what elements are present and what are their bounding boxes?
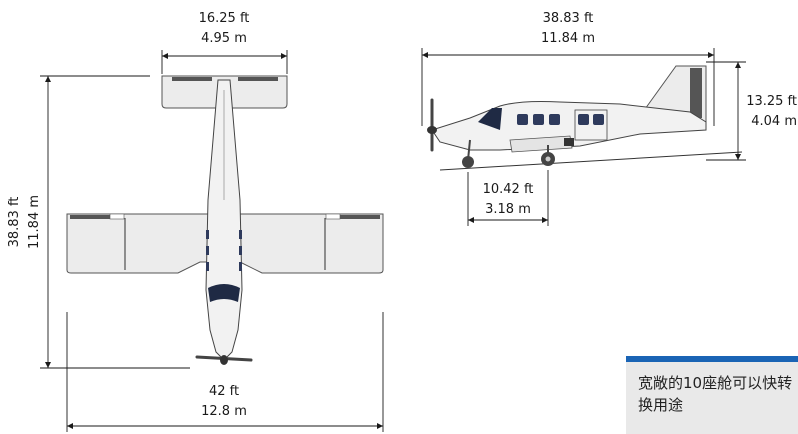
dim-wheelbase-m: 3.18 m [485, 202, 531, 217]
dim-top-length-ft: 38.83 ft [7, 197, 22, 248]
dim-top-tail-span-ft: 16.25 ft [199, 11, 250, 26]
caption-text: 宽敞的10座舱可以快转换用途 [638, 374, 793, 414]
dim-wingspan-ft: 42 ft [209, 384, 239, 399]
dim-wingspan: 42 ft 12.8 m [66, 312, 384, 432]
dim-top-length: 38.83 ft 11.84 m [7, 75, 190, 369]
dim-side-height: 13.25 ft 4.04 m [706, 61, 797, 161]
dim-wheelbase: 10.42 ft 3.18 m [467, 170, 549, 226]
dim-side-length-m: 11.84 m [541, 31, 595, 46]
nose-wheel [462, 156, 474, 168]
dim-side-length-ft: 38.83 ft [543, 11, 594, 26]
cockpit-side [478, 108, 502, 130]
dim-wheelbase-ft: 10.42 ft [483, 182, 534, 197]
top-view-aircraft [66, 75, 384, 365]
cockpit-canopy [208, 284, 240, 302]
dim-top-tail-span: 16.25 ft 4.95 m [161, 11, 288, 74]
dim-top-tail-span-m: 4.95 m [201, 31, 247, 46]
dim-side-height-m: 4.04 m [751, 114, 797, 129]
ground-line [439, 151, 743, 171]
dim-wingspan-m: 12.8 m [201, 404, 247, 419]
cargo-door [574, 109, 608, 141]
side-view-aircraft [427, 65, 743, 171]
caption-box: 宽敞的10座舱可以快转换用途 [626, 356, 798, 434]
dim-side-length: 38.83 ft 11.84 m [421, 11, 715, 126]
dim-side-height-ft: 13.25 ft [746, 94, 797, 109]
dim-top-length-m: 11.84 m [27, 195, 42, 249]
